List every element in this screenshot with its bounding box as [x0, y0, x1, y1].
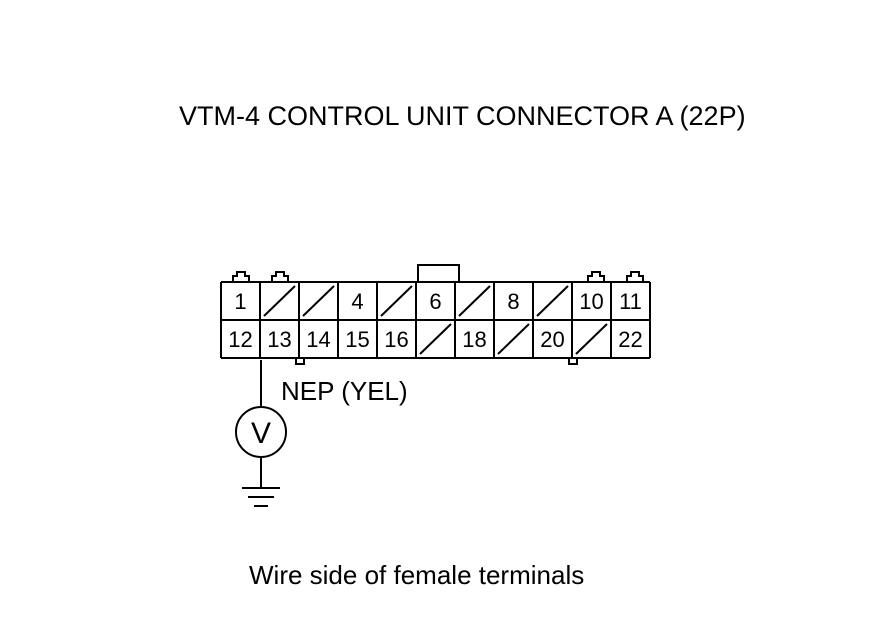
empty-cavity-slash: [263, 285, 296, 317]
wire-label: NEP (YEL): [281, 376, 408, 406]
terminal-number: 10: [579, 289, 603, 314]
diagram-title: VTM-4 CONTROL UNIT CONNECTOR A (22P): [179, 101, 746, 131]
empty-cavity-slash: [497, 323, 530, 355]
terminal-number: 13: [267, 327, 291, 352]
empty-cavity-slash: [380, 285, 413, 317]
empty-cavity-slash: [575, 323, 608, 355]
terminal-number: 4: [351, 289, 363, 314]
terminal-number: 16: [384, 327, 408, 352]
connector-bottom-notch: [568, 358, 578, 365]
voltmeter-probe: [235, 360, 287, 507]
terminal-number: 15: [345, 327, 369, 352]
voltmeter-symbol: V: [251, 417, 271, 450]
connector-bottom-notch: [295, 358, 305, 365]
empty-cavity-slash: [419, 323, 452, 355]
empty-cavity-slash: [536, 285, 569, 317]
connector-key-tab: [232, 271, 250, 282]
terminal-number: 20: [540, 327, 564, 352]
terminal-number: 12: [228, 327, 252, 352]
terminal-number: 14: [306, 327, 330, 352]
terminal-number: 22: [618, 327, 642, 352]
connector-key-tab: [271, 271, 289, 282]
connector-key-tab: [626, 271, 644, 282]
terminal-number: 1: [234, 289, 246, 314]
connector-lock-tab: [417, 264, 460, 282]
empty-cavity-slash: [302, 285, 335, 317]
diagram-caption: Wire side of female terminals: [249, 560, 585, 590]
empty-cavity-slash: [458, 285, 491, 317]
connector-key-tab: [587, 271, 605, 282]
terminal-number: 11: [619, 289, 642, 314]
terminal-number: 18: [462, 327, 486, 352]
connector-body: [220, 264, 651, 365]
terminal-number: 6: [429, 289, 441, 314]
terminal-number: 8: [507, 289, 519, 314]
